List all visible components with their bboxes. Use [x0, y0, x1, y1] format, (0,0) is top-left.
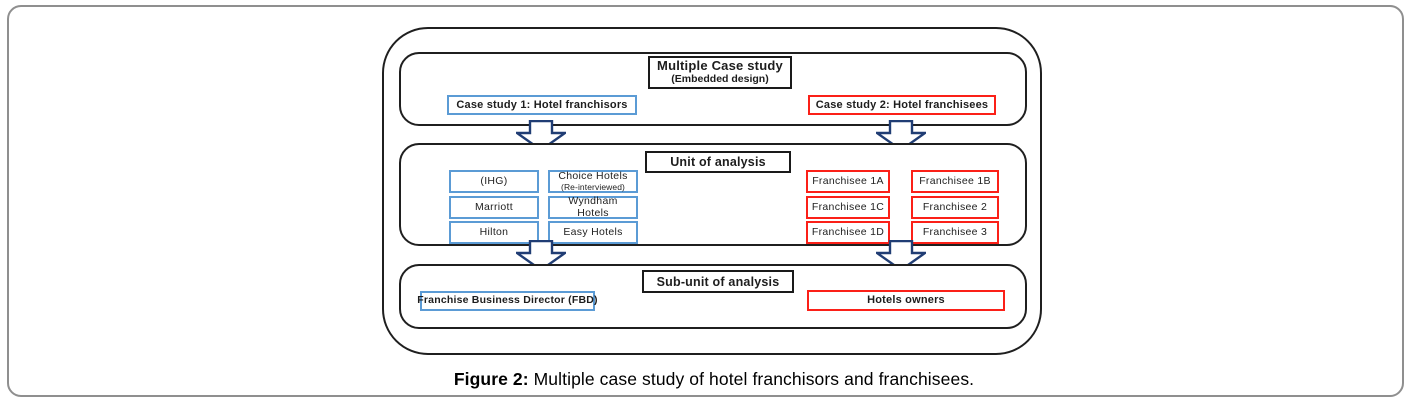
franchisee-label: Franchisee 1A [812, 174, 884, 187]
franchisee-label: Franchisee 1D [811, 225, 885, 238]
franchisee-label: Franchisee 1B [919, 174, 991, 187]
sub-unit-left-label: Franchise Business Director (FBD) [417, 294, 598, 307]
franchise-business-director-box: Franchise Business Director (FBD) [417, 291, 598, 311]
franchisor-box: Marriott [449, 196, 539, 219]
franchisor-sublabel: Hotels [577, 206, 609, 219]
franchisor-box: Easy Hotels [548, 221, 638, 244]
franchisor-sublabel: (Re-interviewed) [561, 181, 625, 192]
franchisor-box: (IHG) [449, 170, 539, 193]
multiple-case-study-title-box: Multiple Case study (Embedded design) [648, 56, 792, 89]
franchisee-box: Franchisee 1D [806, 221, 890, 244]
sub-unit-right-label: Hotels owners [867, 294, 945, 307]
hotels-owners-box: Hotels owners [807, 290, 1005, 311]
figure-caption-label: Figure 2: [453, 369, 529, 389]
figure-panel: Multiple Case study (Embedded design) Ca… [7, 5, 1404, 397]
franchisee-label: Franchisee 1C [811, 200, 885, 213]
franchisee-box: Franchisee 3 [911, 221, 999, 244]
section-title: Sub-unit of analysis [656, 274, 780, 289]
franchisee-box: Franchisee 1B [911, 170, 999, 193]
franchisee-box: Franchisee 1C [806, 196, 890, 219]
figure-caption: Figure 2: Multiple case study of hotel f… [289, 369, 1139, 390]
franchisor-label: Choice Hotels [558, 169, 628, 182]
case-study-diagram: Multiple Case study (Embedded design) Ca… [382, 27, 1042, 355]
case-study-2-label: Case study 2: Hotel franchisees [815, 98, 989, 111]
sub-unit-title-box: Sub-unit of analysis [642, 270, 794, 293]
down-arrow-icon [516, 120, 566, 151]
down-arrow-icon [876, 240, 926, 271]
section-title: Multiple Case study [657, 58, 783, 74]
franchisee-box: Franchisee 1A [806, 170, 890, 193]
franchisor-label: Hilton [479, 225, 509, 238]
franchisor-label: (IHG) [480, 174, 508, 187]
case-study-1-box: Case study 1: Hotel franchisors [447, 95, 637, 115]
franchisor-box: Choice Hotels (Re-interviewed) [548, 170, 638, 193]
case-study-1-label: Case study 1: Hotel franchisors [456, 98, 628, 111]
franchisor-label: Easy Hotels [563, 225, 623, 238]
franchisor-label: Marriott [475, 200, 513, 213]
franchisor-label: Wyndham [568, 194, 618, 207]
franchisee-label: Franchisee 3 [922, 225, 988, 238]
figure-caption-text: Multiple case study of hotel franchisors… [528, 369, 975, 389]
down-arrow-icon [516, 240, 566, 271]
franchisor-box: Wyndham Hotels [548, 194, 638, 219]
franchisee-label: Franchisee 2 [922, 200, 988, 213]
unit-of-analysis-title-box: Unit of analysis [645, 151, 791, 173]
case-study-2-box: Case study 2: Hotel franchisees [808, 95, 996, 115]
section-subtitle: (Embedded design) [671, 72, 769, 85]
franchisee-box: Franchisee 2 [911, 196, 999, 219]
franchisor-box: Hilton [449, 221, 539, 244]
down-arrow-icon [876, 120, 926, 151]
section-title: Unit of analysis [670, 155, 766, 169]
